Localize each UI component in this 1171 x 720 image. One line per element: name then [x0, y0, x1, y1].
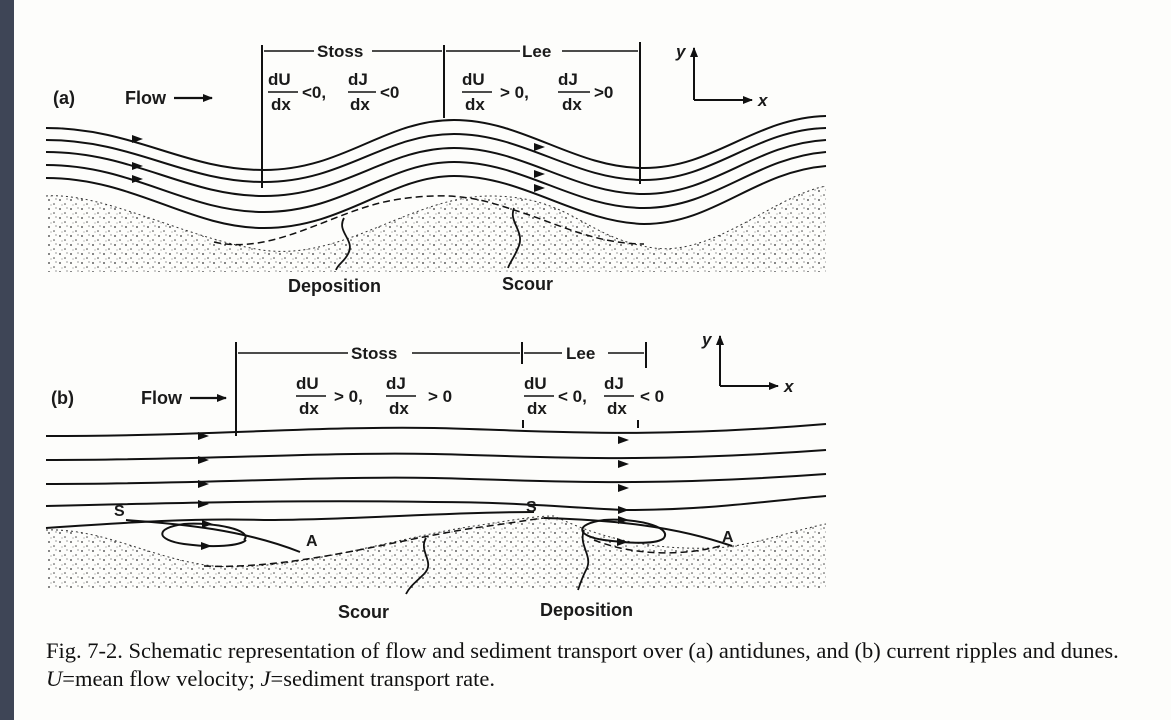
eq-du-num: dU — [462, 70, 485, 89]
eq-dj-num: dJ — [604, 374, 624, 393]
eq-dj-den: dx — [350, 95, 370, 114]
caption-text-2: =mean flow velocity; — [62, 666, 260, 691]
eq-du-den: dx — [299, 399, 319, 418]
eq-du-rel: > 0, — [334, 387, 363, 406]
eq-du-den: dx — [465, 95, 485, 114]
panel-b-label: (b) — [51, 388, 74, 408]
caption-text-1: Schematic representation of flow and sed… — [123, 638, 1119, 663]
eq-dj-den: dx — [607, 399, 627, 418]
eq-dj-den: dx — [562, 95, 582, 114]
panel-b-separation-point-2: S — [526, 499, 537, 516]
eq-dj-num: dJ — [558, 70, 578, 89]
eq-dj-num: dJ — [348, 70, 368, 89]
eq-dj-den: dx — [389, 399, 409, 418]
panel-a-axis-y: y — [675, 42, 687, 61]
figure-page: (a) Flow — [14, 0, 1171, 720]
eq-du-num: dU — [296, 374, 319, 393]
panel-b: (b) Flow — [46, 330, 826, 622]
panel-b-deposition-label: Deposition — [540, 600, 633, 620]
panel-b-axis-y: y — [701, 330, 713, 349]
panel-a-stoss-label: Stoss — [317, 42, 363, 61]
panel-a-lee-equation: dU dx > 0, dJ dx >0 — [462, 70, 613, 114]
eq-dj-num: dJ — [386, 374, 406, 393]
panel-b-separation-point-1: S — [114, 503, 125, 520]
eq-du-den: dx — [527, 399, 547, 418]
panel-a-scour-label: Scour — [502, 274, 553, 294]
panel-b-streamlines — [46, 424, 826, 528]
panel-b-lee-label: Lee — [566, 344, 595, 363]
panel-a-stoss-equation: dU dx <0, dJ dx <0 — [268, 70, 399, 114]
panel-b-stoss-equation: dU dx > 0, dJ dx > 0 — [296, 374, 452, 418]
panel-a: (a) Flow — [46, 42, 826, 296]
panel-b-flow-label: Flow — [141, 388, 183, 408]
panel-a-flow-label: Flow — [125, 88, 167, 108]
panel-b-attachment-point-1: A — [306, 533, 318, 550]
eq-dj-rel: >0 — [594, 83, 613, 102]
eq-du-num: dU — [268, 70, 291, 89]
caption-j-symbol: J — [261, 666, 271, 691]
caption-u-symbol: U — [46, 666, 62, 691]
panel-a-stream-arrows — [132, 135, 545, 192]
eq-dj-rel: <0 — [380, 83, 399, 102]
caption-text-3: =sediment transport rate. — [271, 666, 496, 691]
eq-du-rel: <0, — [302, 83, 326, 102]
eq-du-rel: < 0, — [558, 387, 587, 406]
caption-fig-number: Fig. 7-2. — [46, 638, 123, 663]
eq-du-den: dx — [271, 95, 291, 114]
panel-b-lee-equation: dU dx < 0, dJ dx < 0 — [524, 374, 664, 418]
panel-a-division-lines — [262, 42, 640, 188]
panel-a-sediment-bed — [46, 186, 826, 272]
eq-dj-rel: < 0 — [640, 387, 664, 406]
panel-b-axes: y x — [701, 330, 795, 396]
panel-a-axis-x: x — [757, 91, 769, 110]
flow-diagram: (a) Flow — [14, 0, 1171, 630]
panel-b-scour-label: Scour — [338, 602, 389, 622]
panel-b-attachment-point-2: A — [722, 529, 734, 546]
panel-a-label: (a) — [53, 88, 75, 108]
figure-caption: Fig. 7-2. Schematic representation of fl… — [46, 637, 1156, 693]
eq-du-rel: > 0, — [500, 83, 529, 102]
panel-a-deposition-label: Deposition — [288, 276, 381, 296]
panel-a-lee-label: Lee — [522, 42, 551, 61]
panel-b-stoss-label: Stoss — [351, 344, 397, 363]
eq-dj-rel: > 0 — [428, 387, 452, 406]
panel-b-sediment-bed — [46, 516, 826, 590]
panel-a-axes: y x — [675, 42, 769, 110]
panel-b-axis-x: x — [783, 377, 795, 396]
eq-du-num: dU — [524, 374, 547, 393]
